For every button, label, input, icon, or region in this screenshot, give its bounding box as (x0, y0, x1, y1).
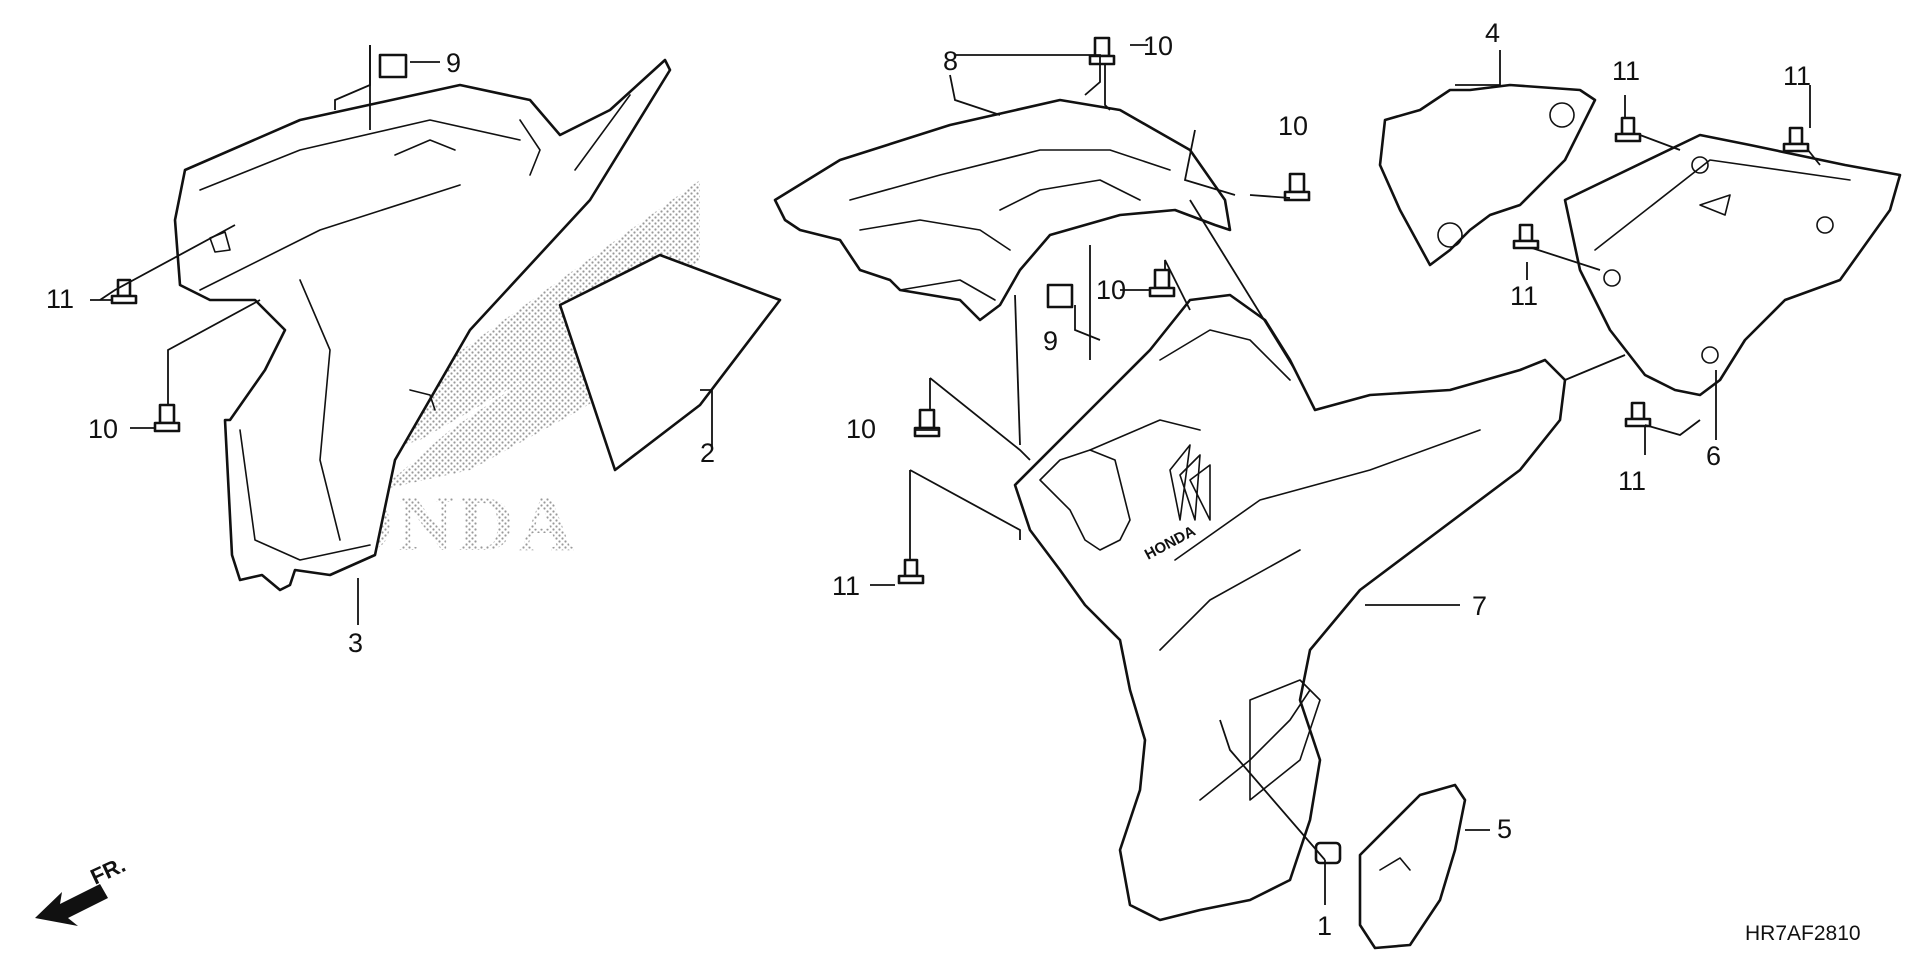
part-5-small-cover (1358, 783, 1467, 950)
part-7-main-cover (1013, 293, 1567, 922)
callout-4: 4 (1485, 18, 1500, 48)
part-4-bracket (1378, 83, 1597, 267)
screw-11-a (110, 278, 138, 305)
callout-11-center-left: 11 (832, 571, 860, 601)
callout-8: 8 (943, 46, 958, 76)
callout-11-bottom-right: 11 (1618, 466, 1646, 496)
callout-10-top: 10 (1143, 31, 1173, 61)
screw-11-b (897, 558, 925, 585)
nut-1 (1314, 841, 1342, 865)
fasteners (110, 36, 1810, 865)
callout-11-top-right-b: 11 (1783, 61, 1811, 91)
part-2-panel (558, 253, 782, 472)
callout-10-left: 10 (88, 414, 118, 444)
diagram-code: HR7AF2810 (1745, 922, 1861, 945)
screw-11-e (1512, 223, 1540, 250)
callout-9-middle: 9 (1043, 326, 1058, 356)
leader-lines (90, 44, 1821, 905)
clip-9-middle (1046, 283, 1074, 309)
callout-10-upper-right: 10 (1278, 111, 1308, 141)
front-label: FR. (87, 852, 130, 890)
callout-labels: 1 2 3 4 5 6 7 8 9 9 10 10 10 10 10 11 11… (46, 18, 1811, 941)
callout-7: 7 (1472, 591, 1487, 621)
screw-11-c (1614, 116, 1642, 143)
front-arrow-icon (35, 884, 108, 926)
callout-1: 1 (1317, 911, 1332, 941)
bolt-10-center-left (913, 408, 941, 438)
callout-9-upper: 9 (446, 48, 461, 78)
callout-3: 3 (348, 628, 363, 658)
bolt-10-top (1088, 36, 1116, 66)
bolt-10-left (153, 403, 181, 433)
part-6-right-panel (1563, 133, 1902, 397)
callout-6: 6 (1706, 441, 1721, 471)
bolt-10-upper-right (1283, 172, 1311, 202)
screw-11-f (1624, 401, 1652, 428)
clip-9-upper (378, 53, 408, 79)
part-3-left-side-cover (173, 58, 672, 592)
callout-11-left: 11 (46, 284, 74, 314)
callout-2: 2 (700, 438, 715, 468)
callout-11-mid-right: 11 (1510, 281, 1538, 311)
callout-5: 5 (1497, 814, 1512, 844)
callout-10-middle: 10 (1096, 275, 1126, 305)
front-direction-indicator: FR. (35, 852, 129, 926)
callout-10-center-left: 10 (846, 414, 876, 444)
bolt-10-middle (1148, 268, 1176, 298)
callout-11-top-right-a: 11 (1612, 56, 1640, 86)
screw-11-d (1782, 126, 1810, 153)
part-8-upper-cover (773, 98, 1232, 322)
